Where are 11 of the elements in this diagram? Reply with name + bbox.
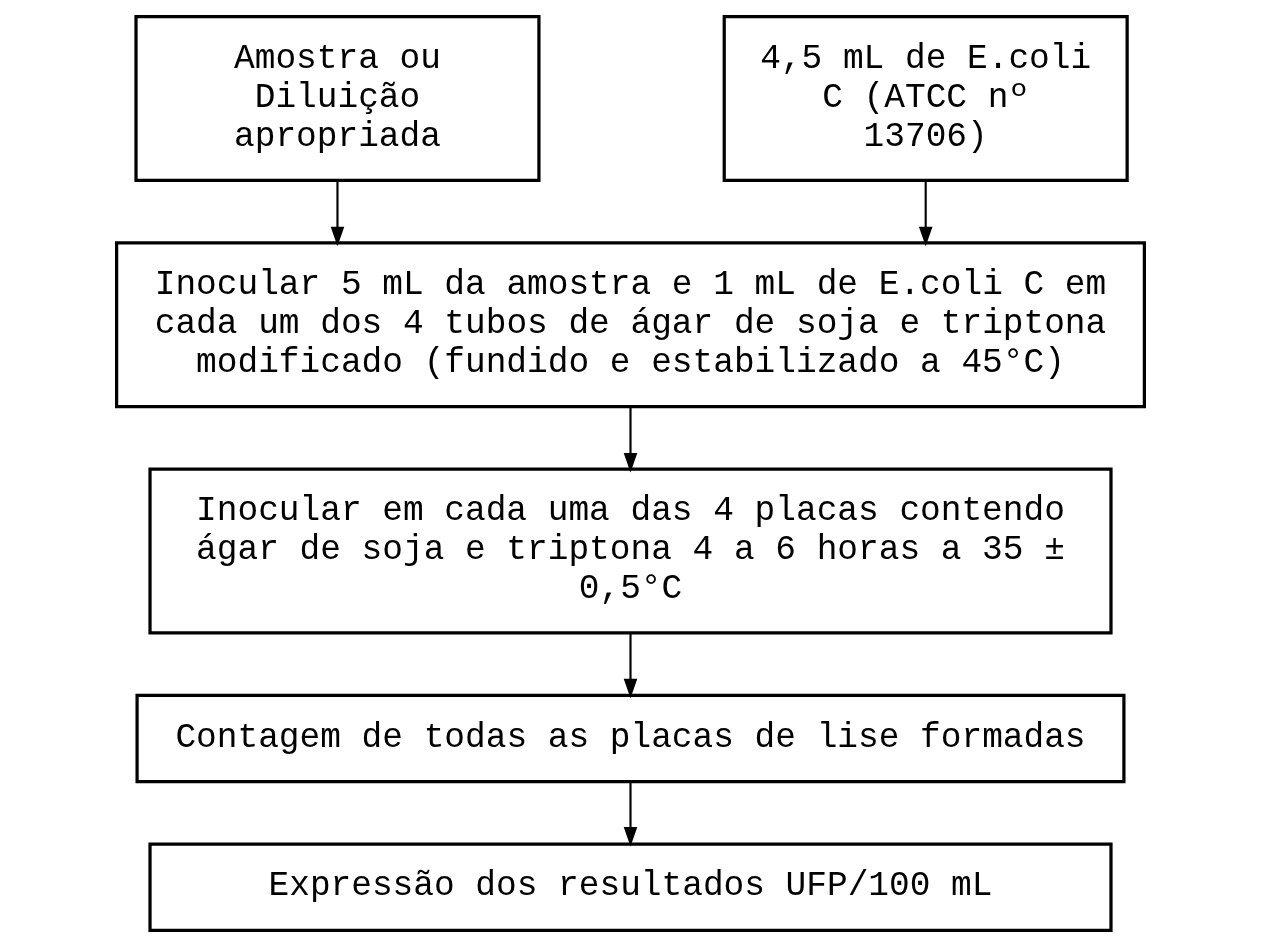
arrow	[330, 180, 345, 247]
arrow	[623, 782, 638, 847]
arrow	[918, 180, 933, 247]
node-box: Inocular 5 mL da amostra e 1 mL de E.coli C em cada um dos 4 tubos de ágar de soja e triptona modificado (fundido e estabilizado a 45°C)	[115, 241, 1146, 409]
node-box: 4,5 mL de E.coli C (ATCC nº 13706)	[722, 15, 1129, 183]
arrow	[623, 407, 638, 473]
node-box: Amostra ou Diluição apropriada	[134, 15, 541, 183]
node-box: Expressão dos resultados UFP/100 mL	[148, 842, 1113, 932]
node-box: Contagem de todas as placas de lise formadas	[135, 693, 1126, 784]
arrow	[623, 633, 638, 699]
node-box: Inocular em cada uma das 4 placas contendo ágar de soja e triptona 4 a 6 horas a 35 ± 0,5°C	[148, 467, 1113, 635]
